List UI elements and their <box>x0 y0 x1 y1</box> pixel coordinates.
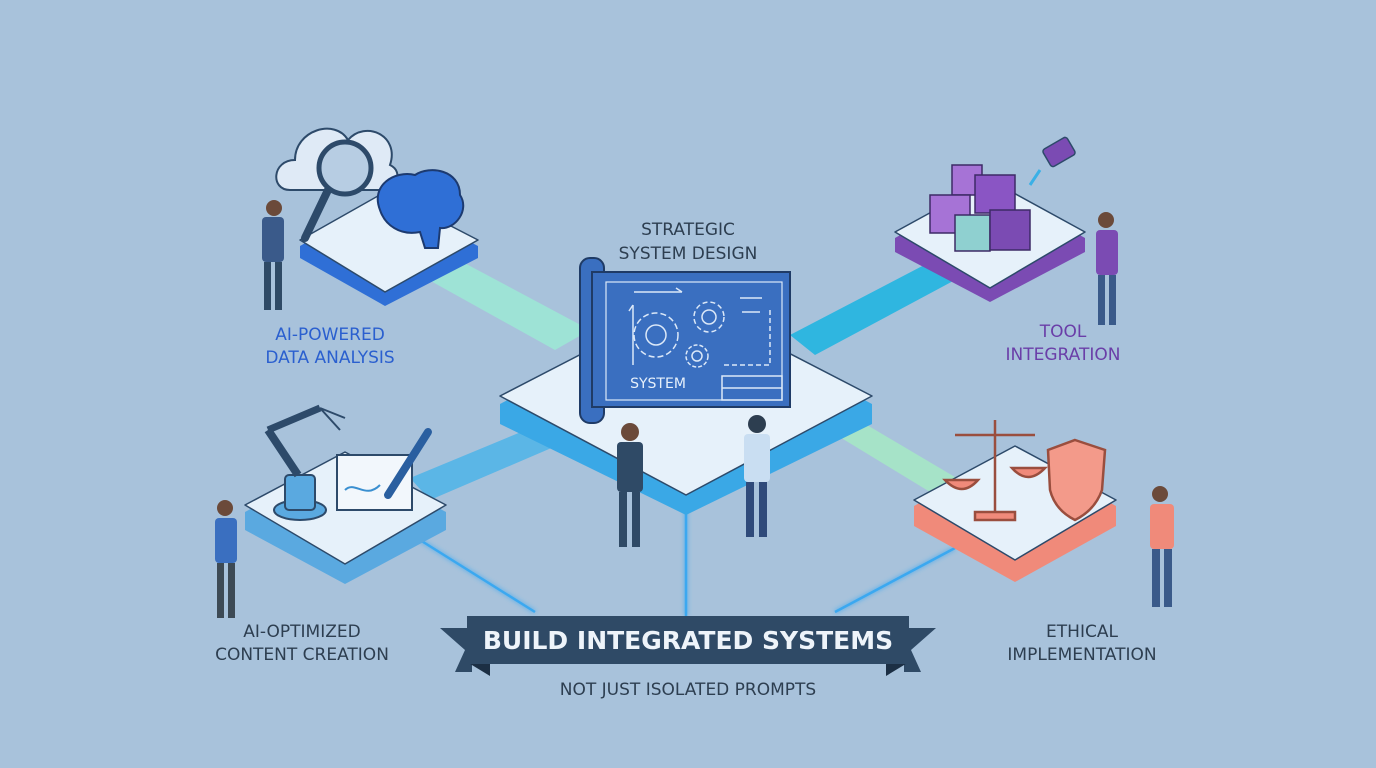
gear-icon <box>628 287 783 401</box>
document-pen-icon <box>336 428 432 511</box>
banner-subtitle: NOT JUST ISOLATED PROMPTS <box>560 680 816 700</box>
brain-icon <box>376 169 465 249</box>
person-center-right <box>744 415 770 537</box>
connector-ethical <box>820 412 960 495</box>
shield-icon <box>1046 438 1107 522</box>
banner: BUILD INTEGRATED SYSTEMS <box>440 616 936 676</box>
robot-arm-icon <box>264 404 346 521</box>
people <box>215 200 1174 618</box>
person-tool <box>1096 212 1118 325</box>
person-analyst <box>262 200 284 310</box>
person-center-left <box>617 423 643 547</box>
banner-title: BUILD INTEGRATED SYSTEMS <box>483 626 893 655</box>
person-content <box>215 500 237 618</box>
connectors <box>410 258 960 616</box>
person-ethical <box>1150 486 1174 607</box>
glow-line-right <box>834 546 956 614</box>
connector-content-creation <box>410 420 570 500</box>
glow-line-left <box>419 538 536 614</box>
connector-tool-integration <box>790 262 955 355</box>
puzzle-blocks-icon <box>929 164 1031 252</box>
blueprint-illustration: SYSTEM <box>579 257 791 424</box>
plug-icon <box>1028 136 1076 186</box>
connector-data-analysis <box>420 258 590 350</box>
blueprint-label: SYSTEM <box>630 376 686 392</box>
magnifier-icon <box>301 139 374 242</box>
scales-icon <box>942 420 1048 522</box>
